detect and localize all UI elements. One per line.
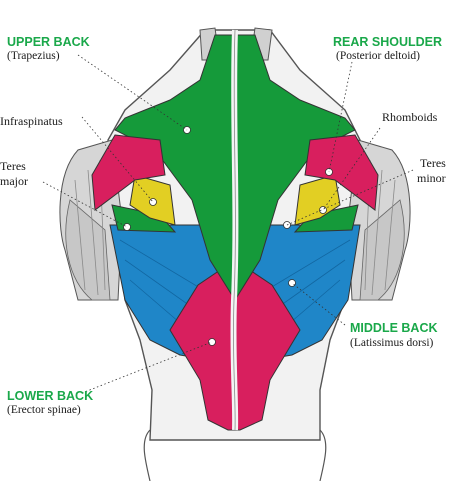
lower-back-heading: LOWER BACK <box>7 389 94 403</box>
teres-major-label-1: Teres <box>0 159 26 173</box>
lower-back-subtitle: (Erector spinae) <box>7 404 81 416</box>
infraspinatus-label: Infraspinatus <box>0 114 63 128</box>
hip-outline <box>143 429 327 481</box>
middle-back-heading: MIDDLE BACK <box>350 321 438 335</box>
upper-back-heading: UPPER BACK <box>7 35 90 49</box>
leader-lines <box>42 54 414 394</box>
rear-shoulder-subtitle: (Posterior deltoid) <box>336 50 420 62</box>
teres-minor-label-2: minor <box>417 171 446 185</box>
rhomboids-label: Rhomboids <box>382 110 438 124</box>
teres-major-label-2: major <box>0 174 28 188</box>
teres-minor-label-1: Teres <box>420 156 446 170</box>
lat-fibers <box>119 239 351 341</box>
rear-shoulder-heading: REAR SHOULDER <box>333 35 443 49</box>
posterior-deltoid-right <box>304 134 379 211</box>
middle-back-subtitle: (Latissimus dorsi) <box>350 337 434 349</box>
infraspinatus-right <box>294 174 341 226</box>
upper-back-subtitle: (Trapezius) <box>7 50 60 62</box>
